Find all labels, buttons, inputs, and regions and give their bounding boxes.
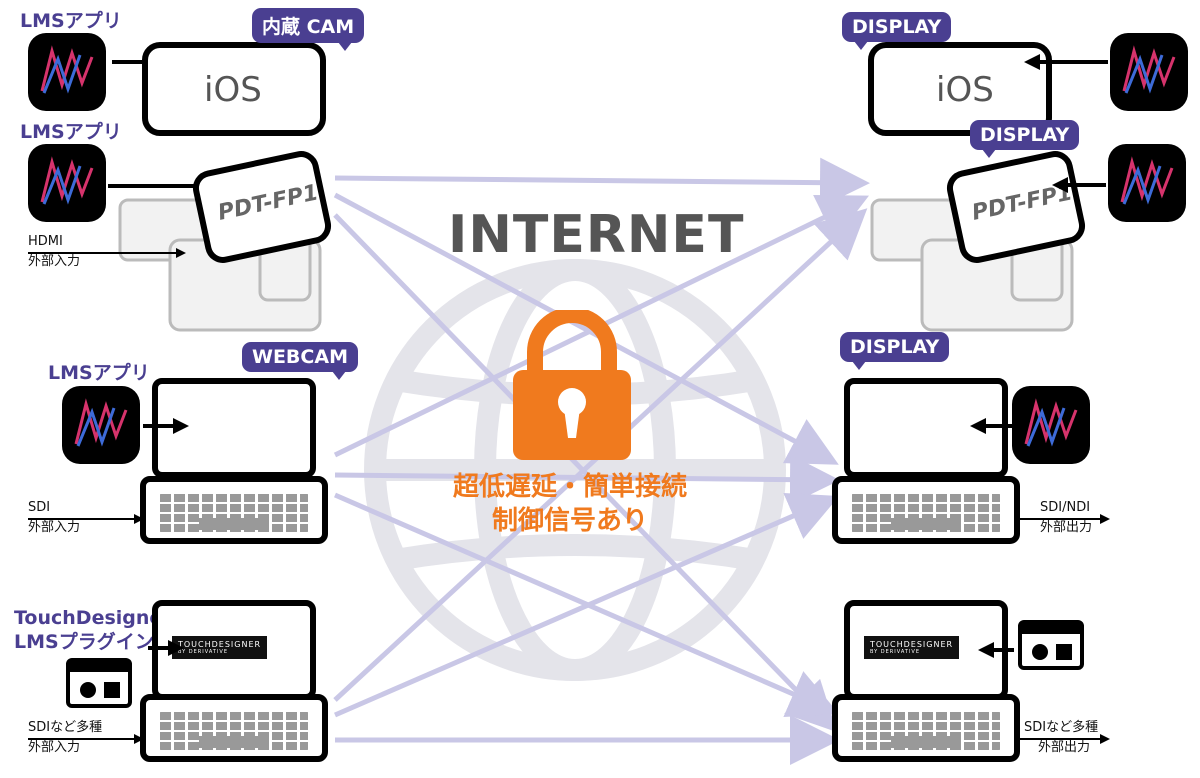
plugin-settings-icon bbox=[1018, 620, 1084, 670]
camera-body-icon bbox=[118, 198, 322, 332]
input-type: HDMI bbox=[28, 234, 63, 249]
left-laptop-webcam-bubble: WEBCAM bbox=[242, 342, 358, 380]
right-ios-display-bubble: DISPLAY bbox=[842, 12, 952, 50]
lms-app-icon[interactable] bbox=[62, 386, 140, 464]
input-desc: 外部入力 bbox=[28, 520, 81, 535]
td-logo-sub: BY DERIVATIVE bbox=[870, 649, 920, 655]
td-label-line2: LMSプラグイン bbox=[14, 631, 154, 653]
input-desc: 外部入力 bbox=[28, 254, 81, 269]
touchdesigner-logo: TOUCHDESIGNER BY DERIVATIVE bbox=[864, 636, 960, 659]
right-laptop-output-label: SDI/NDI 外部出力 bbox=[1040, 498, 1092, 538]
arrow-icon bbox=[148, 640, 184, 656]
td-logo-text: TOUCHDESIGNER bbox=[870, 640, 954, 649]
left-ios-phone: iOS bbox=[142, 42, 326, 136]
left-td-laptop-keyboard bbox=[140, 694, 328, 762]
left-ios-app-label: LMSアプリ bbox=[20, 10, 122, 32]
lms-app-icon[interactable] bbox=[28, 33, 106, 111]
lock-caption-line2: 制御信号あり bbox=[491, 506, 648, 536]
output-desc: 外部出力 bbox=[1040, 520, 1093, 535]
arrow-icon bbox=[1014, 514, 1110, 524]
td-label-line1: TouchDesigner bbox=[14, 607, 172, 629]
lms-app-icon[interactable] bbox=[1012, 386, 1090, 464]
output-type: SDIなど多種 bbox=[1024, 720, 1099, 735]
camera-body-icon bbox=[870, 198, 1074, 332]
arrow-icon bbox=[1014, 734, 1110, 744]
arrow-icon bbox=[978, 642, 1014, 658]
plugin-settings-icon bbox=[66, 658, 132, 708]
left-laptop-app-label: LMSアプリ bbox=[48, 362, 150, 384]
left-ios-device-label: iOS bbox=[204, 70, 262, 110]
left-pdt-device-label: PDT-FP1 bbox=[215, 180, 321, 226]
lock-caption: 超低遅延・簡単接続 制御信号あり bbox=[415, 470, 725, 538]
left-pdt-input-label: HDMI 外部入力 bbox=[28, 232, 80, 272]
lms-app-icon[interactable] bbox=[1110, 33, 1188, 111]
internet-title: INTERNET bbox=[448, 205, 745, 265]
left-laptop-keyboard bbox=[140, 476, 328, 544]
left-laptop-screen bbox=[152, 378, 316, 478]
touchdesigner-logo: TOUCHDESIGNER BY DERIVATIVE bbox=[172, 636, 268, 659]
left-td-app-label: TouchDesigner LMSプラグイン bbox=[14, 606, 172, 654]
output-desc: 外部出力 bbox=[1038, 740, 1091, 755]
arrow-icon bbox=[28, 734, 144, 744]
td-logo-text: TOUCHDESIGNER bbox=[178, 640, 262, 649]
output-type: SDI/NDI bbox=[1040, 500, 1091, 515]
lms-app-icon[interactable] bbox=[1108, 144, 1186, 222]
lms-app-icon[interactable] bbox=[28, 144, 106, 222]
input-type: SDI bbox=[28, 500, 51, 515]
right-pdt-display-bubble: DISPLAY bbox=[970, 120, 1080, 158]
right-laptop-display-bubble: DISPLAY bbox=[840, 332, 950, 370]
right-ios-device-label: iOS bbox=[936, 70, 994, 110]
arrow-icon bbox=[143, 418, 189, 434]
connection-arrows bbox=[333, 157, 870, 765]
left-ios-cam-bubble: 内蔵 CAM bbox=[252, 8, 365, 51]
left-td-input-label: SDIなど多種 外部入力 bbox=[28, 718, 102, 758]
left-pdt-app-label: LMSアプリ bbox=[20, 121, 122, 143]
arrow-icon bbox=[970, 418, 1014, 434]
input-type: SDIなど多種 bbox=[28, 720, 103, 735]
input-desc: 外部入力 bbox=[28, 740, 81, 755]
arrow-icon bbox=[1024, 54, 1108, 70]
arrow-icon bbox=[1052, 177, 1106, 193]
arrow-icon bbox=[28, 514, 144, 524]
left-laptop-input-label: SDI 外部入力 bbox=[28, 498, 80, 538]
lock-icon bbox=[513, 310, 631, 460]
right-td-laptop-keyboard bbox=[832, 694, 1020, 762]
td-logo-sub: BY DERIVATIVE bbox=[178, 649, 228, 655]
right-laptop-keyboard bbox=[832, 476, 1020, 544]
lock-caption-line1: 超低遅延・簡単接続 bbox=[452, 472, 687, 502]
right-td-output-label: SDIなど多種 外部出力 bbox=[1024, 718, 1098, 758]
arrow-icon bbox=[28, 248, 186, 258]
